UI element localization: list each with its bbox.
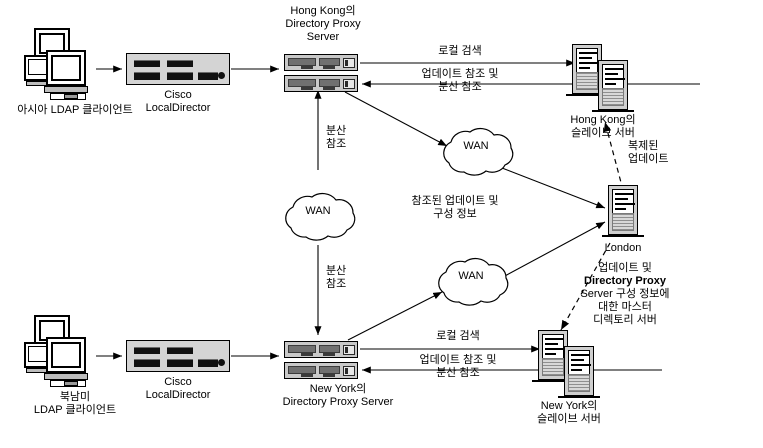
edge-hk-proxy-to-wan-top (344, 91, 448, 147)
ny-proxy-label: New York의 Directory Proxy Server (282, 383, 394, 408)
london-role-caption-line1: 업데이트 및 (598, 262, 652, 274)
london-role-caption-line4: 대한 마스터 (598, 301, 652, 313)
cisco-localdirector-label-ny: Cisco LocalDirector (145, 376, 211, 401)
hk-proxy-label: Hong Kong의 Directory Proxy Server (285, 5, 361, 43)
ny-slave-label: New York의 슬레이브 서버 (537, 400, 601, 425)
tower-server-icon-ny-slave (532, 330, 600, 398)
edge-ny-proxy-to-wan-bottom (347, 291, 443, 341)
rack-server-icon-hk-bottom (284, 75, 358, 92)
london-label: London (604, 242, 642, 254)
edge-label-hk-distributed-referral: 분산 참조 (326, 125, 347, 150)
edge-london-to-hk-slave-replication (603, 121, 624, 191)
tower-server-icon-hk-slave (566, 44, 634, 112)
workstation-cluster-icon-asia (24, 28, 100, 100)
london-role-caption-line3: Server 구성 정보에 (580, 288, 670, 300)
cisco-localdirector-icon-hk (126, 53, 230, 85)
london-role-caption-line5: 디렉토리 서버 (593, 314, 657, 326)
edge-label-referred-updates: 참조된 업데이트 및 구성 정보 (411, 195, 499, 220)
asia-clients-label: 아시아 LDAP 클라이언트 (17, 104, 133, 116)
tower-server-icon-london (602, 185, 644, 240)
cisco-localdirector-label-hk: Cisco LocalDirector (145, 89, 211, 114)
edge-label-ny-local-search: 로컬 검색 (436, 330, 480, 342)
edge-label-ny-update-referral: 업데이트 참조 및 분산 참조 (419, 354, 497, 379)
edge-london-to-ny-slave-replication (560, 242, 611, 331)
wan-cloud-shapes (285, 127, 514, 306)
americas-clients-label: 북남미 LDAP 클라이언트 (33, 391, 117, 416)
cisco-localdirector-icon-ny (126, 340, 230, 372)
rack-server-icon-hk-top (284, 54, 358, 71)
edge-wan-top-to-london (501, 167, 606, 209)
wan-bottom-label: WAN (458, 270, 484, 282)
workstation-cluster-icon-americas (24, 315, 100, 387)
rack-server-icon-ny-bottom (284, 362, 358, 379)
edge-label-hk-local-search: 로컬 검색 (438, 45, 482, 57)
edge-label-ny-distributed-referral: 분산 참조 (326, 265, 347, 290)
wan-top-label: WAN (463, 140, 489, 152)
hk-slave-label: Hong Kong의 슬레이브 서버 (570, 114, 636, 139)
rack-server-icon-ny-top (284, 341, 358, 358)
wan-left-label: WAN (305, 205, 331, 217)
edge-label-replicated-updates: 복제된 업데이트 (628, 140, 669, 165)
edge-wan-bottom-to-london (502, 221, 606, 278)
edge-label-hk-update-referral: 업데이트 참조 및 분산 참조 (421, 68, 499, 93)
london-role-caption-line2: Directory Proxy (584, 275, 666, 287)
